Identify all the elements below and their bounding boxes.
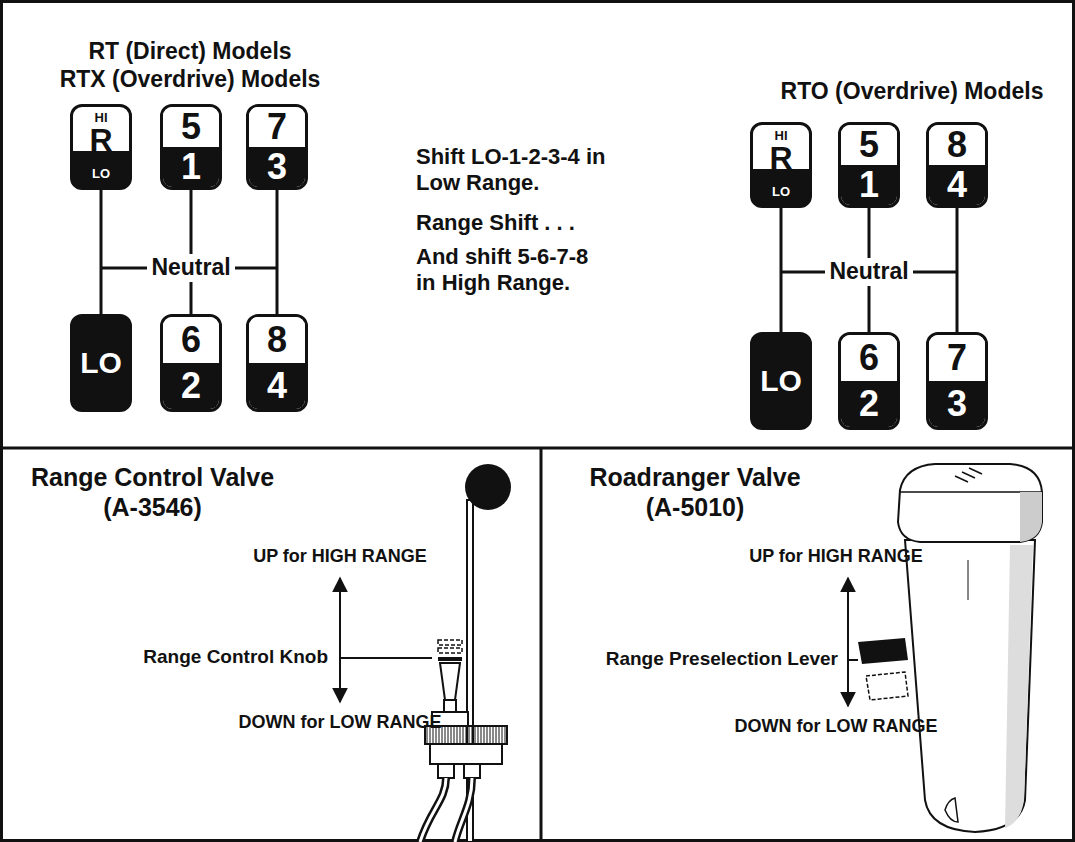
shift-path-line bbox=[956, 208, 959, 332]
range-position-label: LO bbox=[73, 317, 129, 409]
gear-number: 1 bbox=[163, 147, 219, 187]
shift-path-line bbox=[100, 190, 103, 314]
model-heading: RT (Direct) Models bbox=[88, 38, 291, 66]
gear-position-box: HIRLO bbox=[750, 122, 812, 208]
gear-number: 2 bbox=[163, 363, 219, 409]
range-label: LO bbox=[753, 173, 809, 208]
reverse-gear-label: R bbox=[753, 143, 809, 173]
gear-number: 5 bbox=[841, 125, 897, 165]
panel-divider bbox=[540, 448, 543, 842]
gear-number: 2 bbox=[841, 381, 897, 427]
gear-number: 8 bbox=[929, 125, 985, 165]
direction-label: UP for HIGH RANGE bbox=[749, 546, 923, 568]
gear-number: 6 bbox=[841, 335, 897, 381]
panel-divider bbox=[0, 447, 1075, 450]
model-heading: RTO (Overdrive) Models bbox=[781, 78, 1044, 106]
gear-position-box: 51 bbox=[160, 104, 222, 190]
gear-number: 4 bbox=[249, 363, 305, 409]
range-control-valve bbox=[340, 464, 511, 842]
gear-number: 3 bbox=[929, 381, 985, 427]
gear-position-box: 51 bbox=[838, 122, 900, 208]
gear-position-box: LO bbox=[750, 332, 812, 430]
shift-note: And shift 5-6-7-8 in High Range. bbox=[416, 244, 612, 297]
range-label: HI bbox=[753, 125, 809, 143]
shift-note: Range Shift . . . bbox=[416, 210, 612, 236]
gear-number: 7 bbox=[929, 335, 985, 381]
gear-number: 6 bbox=[163, 317, 219, 363]
direction-label: UP for HIGH RANGE bbox=[253, 546, 427, 568]
neutral-label: Neutral bbox=[147, 254, 234, 282]
gear-position-box: 84 bbox=[926, 122, 988, 208]
gear-number: 8 bbox=[249, 317, 305, 363]
direction-label: DOWN for LOW RANGE bbox=[735, 716, 938, 738]
neutral-label: Neutral bbox=[825, 258, 912, 286]
shift-note: Shift LO-1-2-3-4 in Low Range. bbox=[416, 144, 612, 197]
part-name: Range Control Knob bbox=[143, 646, 328, 669]
shift-path-line bbox=[780, 208, 783, 332]
part-name: Range Preselection Lever bbox=[606, 648, 838, 671]
reverse-gear-label: R bbox=[73, 125, 129, 155]
model-heading: RTX (Overdrive) Models bbox=[60, 66, 321, 94]
panel-title: Range Control Valve (A-3546) bbox=[20, 462, 285, 522]
gear-position-box: LO bbox=[70, 314, 132, 412]
direction-label: DOWN for LOW RANGE bbox=[239, 712, 442, 734]
range-label: HI bbox=[73, 107, 129, 125]
gear-number: 3 bbox=[249, 147, 305, 187]
roadranger-valve bbox=[848, 464, 1042, 832]
gear-number: 7 bbox=[249, 107, 305, 147]
gear-number: 4 bbox=[929, 165, 985, 205]
gear-position-box: 84 bbox=[246, 314, 308, 412]
gear-position-box: 73 bbox=[246, 104, 308, 190]
range-label: LO bbox=[73, 155, 129, 190]
gear-number: 1 bbox=[841, 165, 897, 205]
panel-title: Roadranger Valve (A-5010) bbox=[575, 462, 815, 522]
gear-position-box: 62 bbox=[838, 332, 900, 430]
gear-number: 5 bbox=[163, 107, 219, 147]
gear-position-box: 62 bbox=[160, 314, 222, 412]
range-position-label: LO bbox=[753, 335, 809, 427]
shift-path-line bbox=[276, 190, 279, 314]
gear-position-box: 73 bbox=[926, 332, 988, 430]
shift-path-line bbox=[190, 190, 193, 314]
gear-position-box: HIRLO bbox=[70, 104, 132, 190]
